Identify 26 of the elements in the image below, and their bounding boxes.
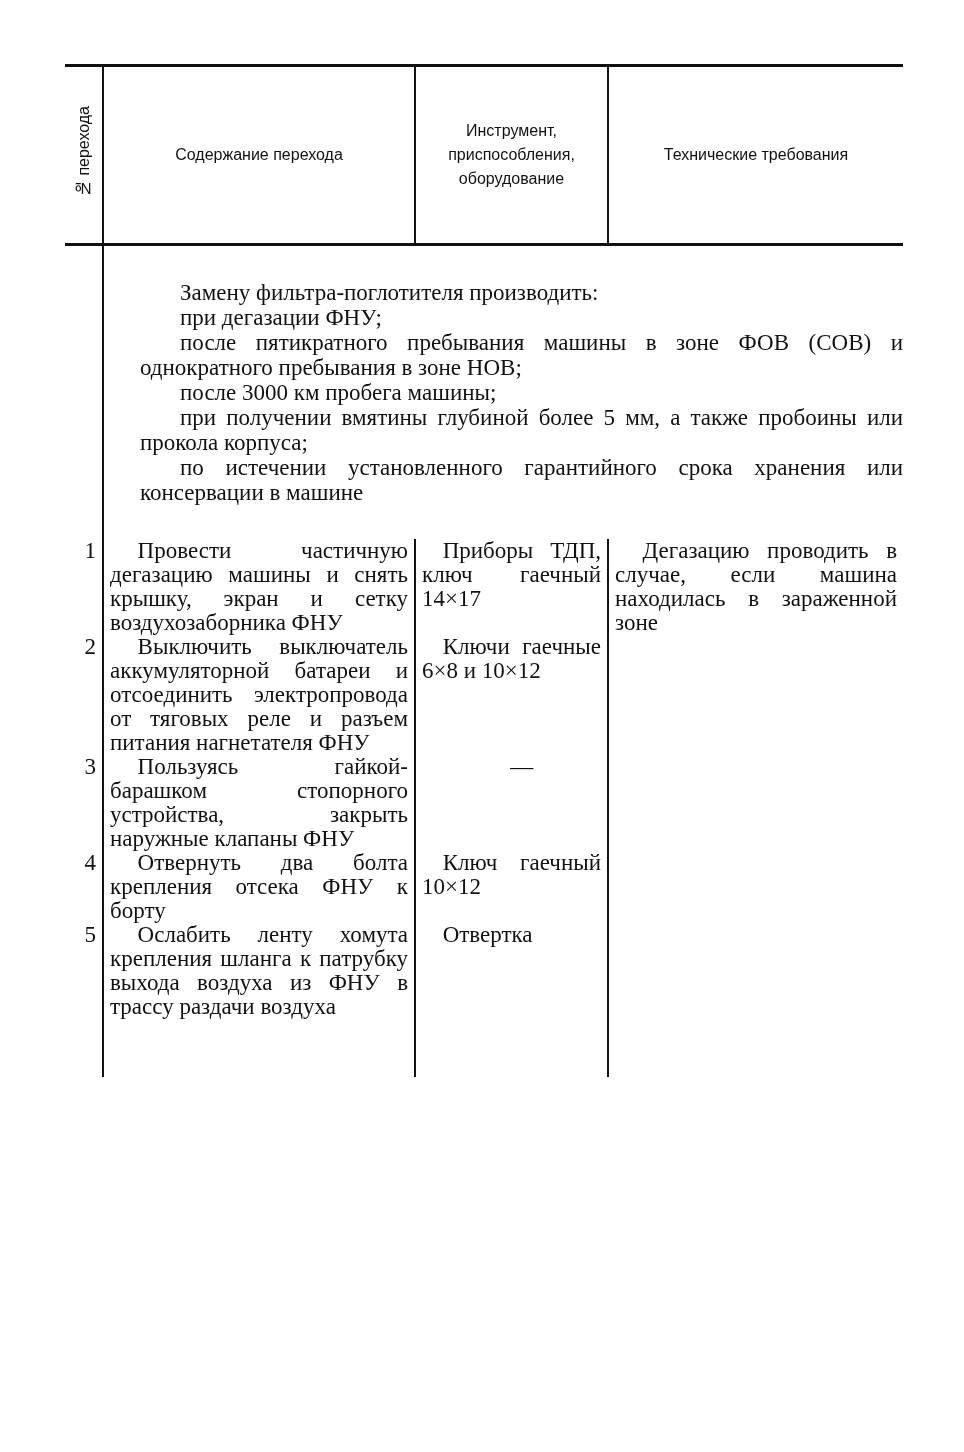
note-paragraph: при дегазации ФНУ;: [179, 305, 383, 330]
step-description: Пользуясь гайкой-барашком стопорного устройства, закрыть наружные клапаны ФНУ: [103, 755, 415, 851]
step-description: Провести частичную дегазацию машины и снять крышку, экран и сетку воздухозаборника ФНУ: [103, 539, 415, 635]
requirement-text: Дегазацию проводить в случае, если машина находилась в зараженной зоне: [608, 539, 903, 635]
column-header: Содержание перехода: [103, 65, 415, 245]
tool-list: —: [415, 755, 608, 851]
step-number: 2: [65, 635, 103, 755]
note-paragraph: Замену фильтра-поглотителя производить:: [179, 280, 600, 305]
step-description: Отвернуть два болта крепления отсека ФНУ к борту: [103, 851, 415, 923]
step-number: 4: [65, 851, 103, 923]
note-paragraph: после 3000 км пробега машины;: [179, 380, 498, 405]
step-number: 1: [65, 539, 103, 635]
column-header: Инструмент, приспособления, оборудование: [415, 65, 608, 245]
note-paragraph: по истечении установленного гарантийного срока хранения или консервации в машине: [140, 455, 903, 505]
column-header: № перехода: [73, 105, 93, 198]
note-paragraph: после пятикратного пребывания машины в зоне ФОВ (СОВ) и однократного пребывания в зоне НОВ;: [140, 330, 903, 380]
tool-list: Ключ гаечный 10×12: [415, 851, 608, 923]
step-description: Выключить выключатель аккумуляторной батареи и отсоединить электропровода от тяговых реле и разъем питания нагнетателя ФНУ: [103, 635, 415, 755]
tool-list: Ключи гаечные 6×8 и 10×12: [415, 635, 608, 755]
step-number: 5: [65, 923, 103, 1019]
note-paragraph: при получении вмятины глубиной более 5 мм, а также пробоины или прокола корпуса;: [140, 405, 903, 455]
column-header: Технические требования: [608, 65, 903, 245]
step-number: 3: [65, 755, 103, 851]
tool-list: Отвертка: [415, 923, 608, 1019]
step-description: Ослабить ленту хомута крепления шланга к патрубку выхода воздуха из ФНУ в трассу раздачи воздуха: [103, 923, 415, 1019]
tool-list: Приборы ТДП, ключ гаечный 14×17: [415, 539, 608, 635]
